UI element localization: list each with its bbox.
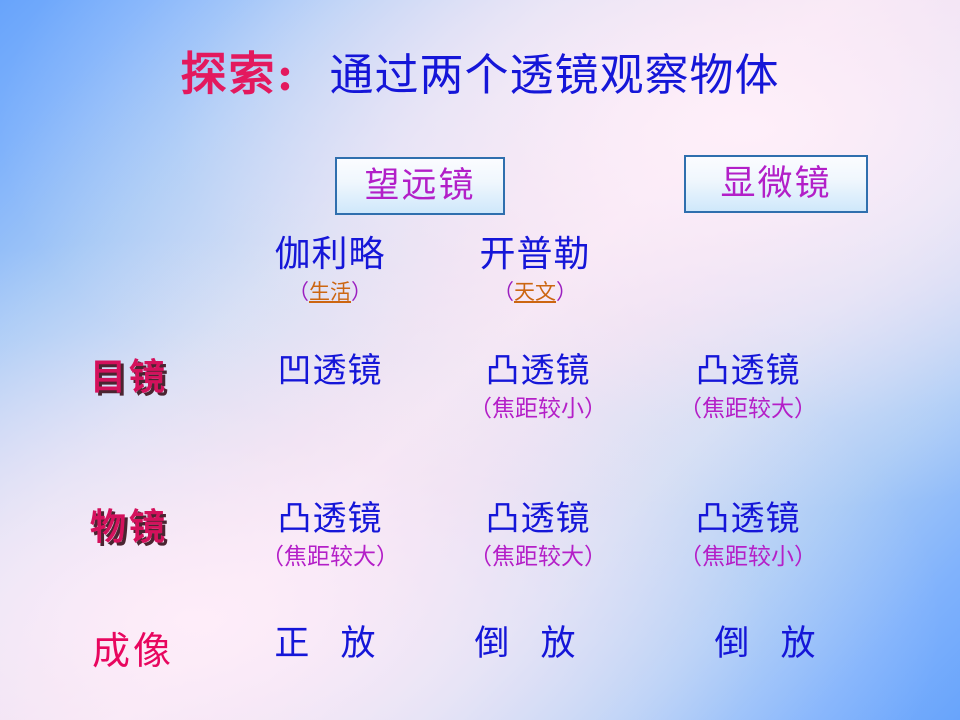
inventor-kepler-note: （天文）: [440, 278, 630, 306]
title-sub-text: 通过两个透镜观察物体: [329, 50, 780, 101]
note-open-paren: （: [493, 280, 514, 304]
page-title: 探索: 通过两个透镜观察物体: [0, 38, 960, 104]
cell-image-galileo: 正 放: [240, 622, 420, 666]
note-inner-text: 天文: [514, 280, 556, 304]
lens-type: 凸透镜: [695, 499, 801, 539]
note-close-paren: ）: [351, 280, 372, 304]
category-box-microscope: 显微镜: [684, 155, 868, 213]
title-main-text: 探索:: [180, 47, 296, 101]
inventor-kepler-name: 开普勒: [479, 234, 591, 275]
focal-note: （焦距较大）: [261, 544, 399, 570]
image-orientation: 倒 放: [474, 624, 586, 664]
lens-type: 凸透镜: [485, 351, 591, 391]
cell-eyepiece-galileo: 凹透镜: [230, 350, 430, 394]
cell-image-kepler: 倒 放: [440, 622, 620, 666]
row-label-image: 成像: [92, 629, 175, 673]
inventor-galileo-note: （生活）: [235, 278, 425, 306]
focal-note: （焦距较小）: [679, 544, 817, 570]
note-close-paren: ）: [556, 280, 577, 304]
row-label-eyepiece: 目镜: [90, 356, 169, 398]
focal-note: （焦距较大）: [469, 544, 607, 570]
category-box-telescope: 望远镜: [335, 157, 505, 215]
row-label-objective: 物镜: [90, 506, 169, 548]
focal-note: （焦距较小）: [469, 396, 607, 422]
cell-objective-microscope: 凸透镜 （焦距较小）: [648, 498, 848, 572]
note-inner-text: 生活: [309, 280, 351, 304]
image-orientation: 倒 放: [714, 624, 826, 664]
inventor-galileo: 伽利略 （生活）: [235, 234, 425, 306]
lens-type: 凸透镜: [277, 499, 383, 539]
inventor-kepler: 开普勒 （天文）: [440, 234, 630, 306]
note-open-paren: （: [288, 280, 309, 304]
focal-note: （焦距较大）: [679, 396, 817, 422]
lens-type: 凸透镜: [695, 351, 801, 391]
cell-eyepiece-microscope: 凸透镜 （焦距较大）: [648, 350, 848, 424]
cell-eyepiece-kepler: 凸透镜 （焦距较小）: [438, 350, 638, 424]
image-orientation: 正 放: [274, 624, 386, 664]
lens-type: 凸透镜: [485, 499, 591, 539]
inventor-galileo-name: 伽利略: [274, 234, 386, 275]
cell-objective-galileo: 凸透镜 （焦距较大）: [230, 498, 430, 572]
lens-type: 凹透镜: [277, 351, 383, 391]
cell-image-microscope: 倒 放: [680, 622, 860, 666]
cell-objective-kepler: 凸透镜 （焦距较大）: [438, 498, 638, 572]
